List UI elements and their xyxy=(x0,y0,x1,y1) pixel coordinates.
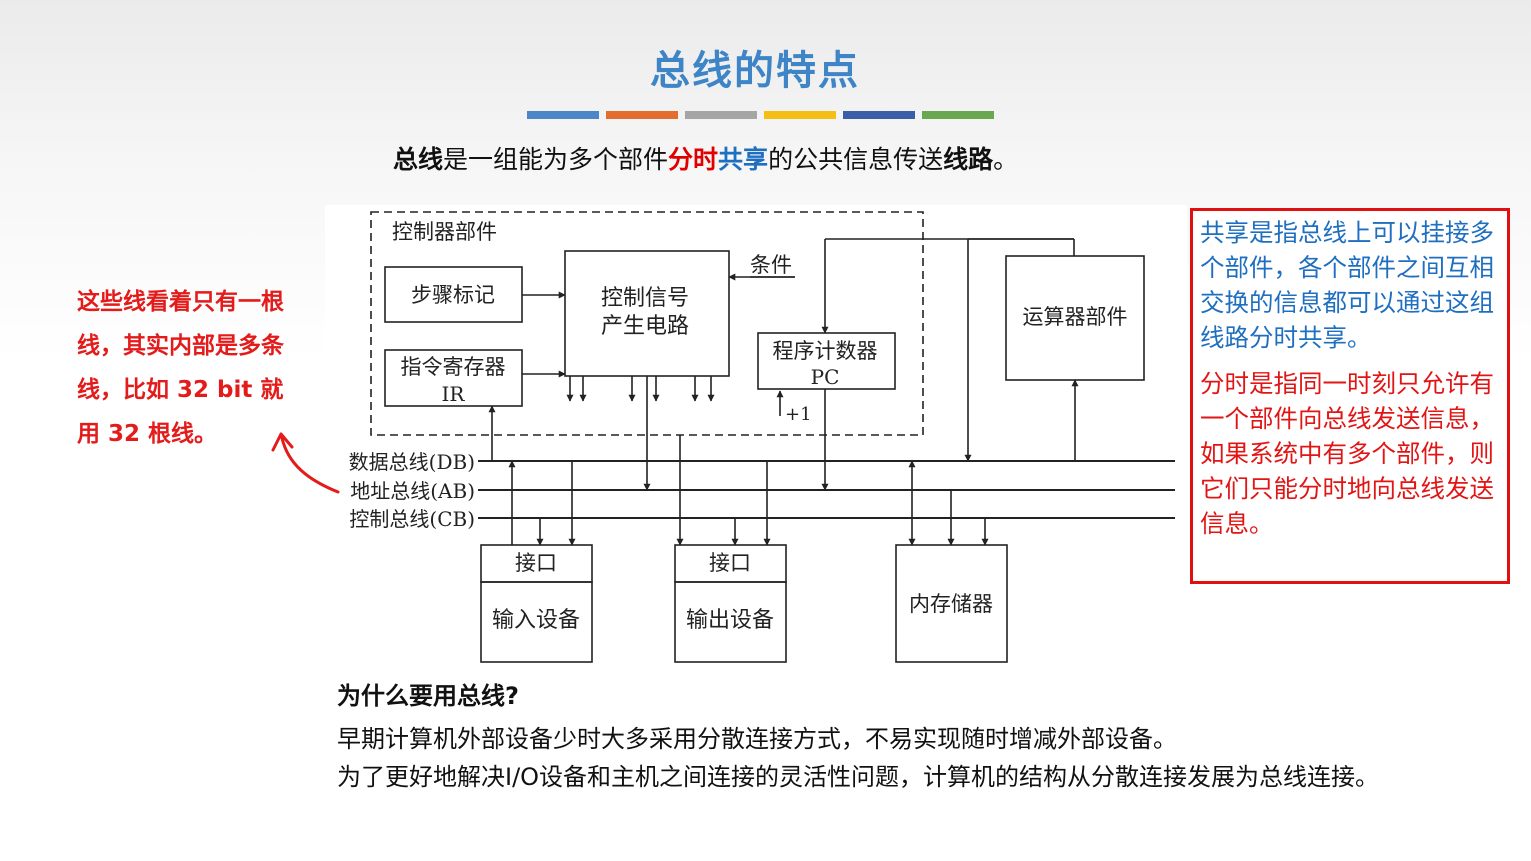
why-paragraph-1: 早期计算机外部设备少时大多采用分散连接方式，不易实现随时增减外部设备。 xyxy=(337,725,1177,753)
signal-generator-label-2: 产生电路 xyxy=(601,314,689,339)
input-interface-label: 接口 xyxy=(515,551,557,575)
controller-dashed-boundary xyxy=(370,211,924,436)
underline-bar-green xyxy=(922,111,994,119)
output-interface-label: 接口 xyxy=(709,551,751,575)
underline-bar-blue xyxy=(527,111,599,119)
underline-bar-navy xyxy=(843,111,915,119)
step-marker-label: 步骤标记 xyxy=(411,283,495,307)
instruction-register-label-1: 指令寄存器 xyxy=(401,355,506,379)
sharing-explanation-box: 共享是指总线上可以挂接多个部件，各个部件之间互相交换的信息都可以通过这组线路分时… xyxy=(1190,208,1510,584)
control-bus-label: 控制总线(CB) xyxy=(349,507,475,531)
underline-bar-yellow xyxy=(764,111,836,119)
time-share-explanation: 分时是指同一时刻只允许有一个部件向总线发送信息，如果系统中有多个部件，则它们只能… xyxy=(1200,369,1494,538)
page-title: 总线的特点 xyxy=(650,47,860,94)
bus-structure-diagram: 控制器部件 步骤标记 控制信号 产生电路 指令寄存器 IR 条件 程序计数器 P… xyxy=(349,211,1175,663)
pc-label-2: PC xyxy=(811,365,840,389)
input-device-label: 输入设备 xyxy=(492,608,580,633)
definition-text-b: 的公共信息传送 xyxy=(768,145,944,174)
definition-text-a: 是一组能为多个部件 xyxy=(443,145,669,174)
why-use-bus-body: 早期计算机外部设备少时大多采用分散连接方式，不易实现随时增减外部设备。 为了更好… xyxy=(337,720,1397,796)
underline-bar-gray xyxy=(685,111,757,119)
why-use-bus-heading: 为什么要用总线? xyxy=(337,682,519,710)
plus-one-label: +1 xyxy=(785,404,812,425)
pc-label-1: 程序计数器 xyxy=(773,339,878,363)
address-bus-label: 地址总线(AB) xyxy=(350,479,475,503)
definition-bus-term: 总线 xyxy=(393,145,444,174)
instruction-register-box xyxy=(384,349,523,407)
definition-period: 。 xyxy=(993,145,1019,174)
output-device-label: 输出设备 xyxy=(686,608,774,633)
condition-label: 条件 xyxy=(750,253,792,277)
handdrawn-arrow-icon xyxy=(271,432,340,494)
definition-shared: 共享 xyxy=(718,145,769,174)
instruction-register-label-2: IR xyxy=(442,382,466,406)
memory-label: 内存储器 xyxy=(909,592,993,616)
bus-definition: 总线是一组能为多个部件分时共享的公共信息传送线路。 xyxy=(393,140,1018,176)
signal-generator-label-1: 控制信号 xyxy=(601,286,689,311)
underline-bar-orange xyxy=(606,111,678,119)
definition-time-share: 分时 xyxy=(668,145,719,174)
data-bus-label: 数据总线(DB) xyxy=(349,450,475,474)
shared-explanation: 共享是指总线上可以挂接多个部件，各个部件之间互相交换的信息都可以通过这组线路分时… xyxy=(1200,218,1494,352)
why-paragraph-2: 为了更好地解决I/O设备和主机之间连接的灵活性问题，计算机的结构从分散连接发展为… xyxy=(337,763,1380,791)
alu-label: 运算器部件 xyxy=(1023,305,1128,329)
output-device-box xyxy=(674,581,787,663)
controller-label: 控制器部件 xyxy=(392,220,497,244)
left-annotation-note: 这些线看着只有一根线，其实内部是多条线，比如 32 bit 就用 32 根线。 xyxy=(77,289,284,447)
definition-line-term: 线路 xyxy=(943,145,994,174)
input-device-box xyxy=(480,581,593,663)
